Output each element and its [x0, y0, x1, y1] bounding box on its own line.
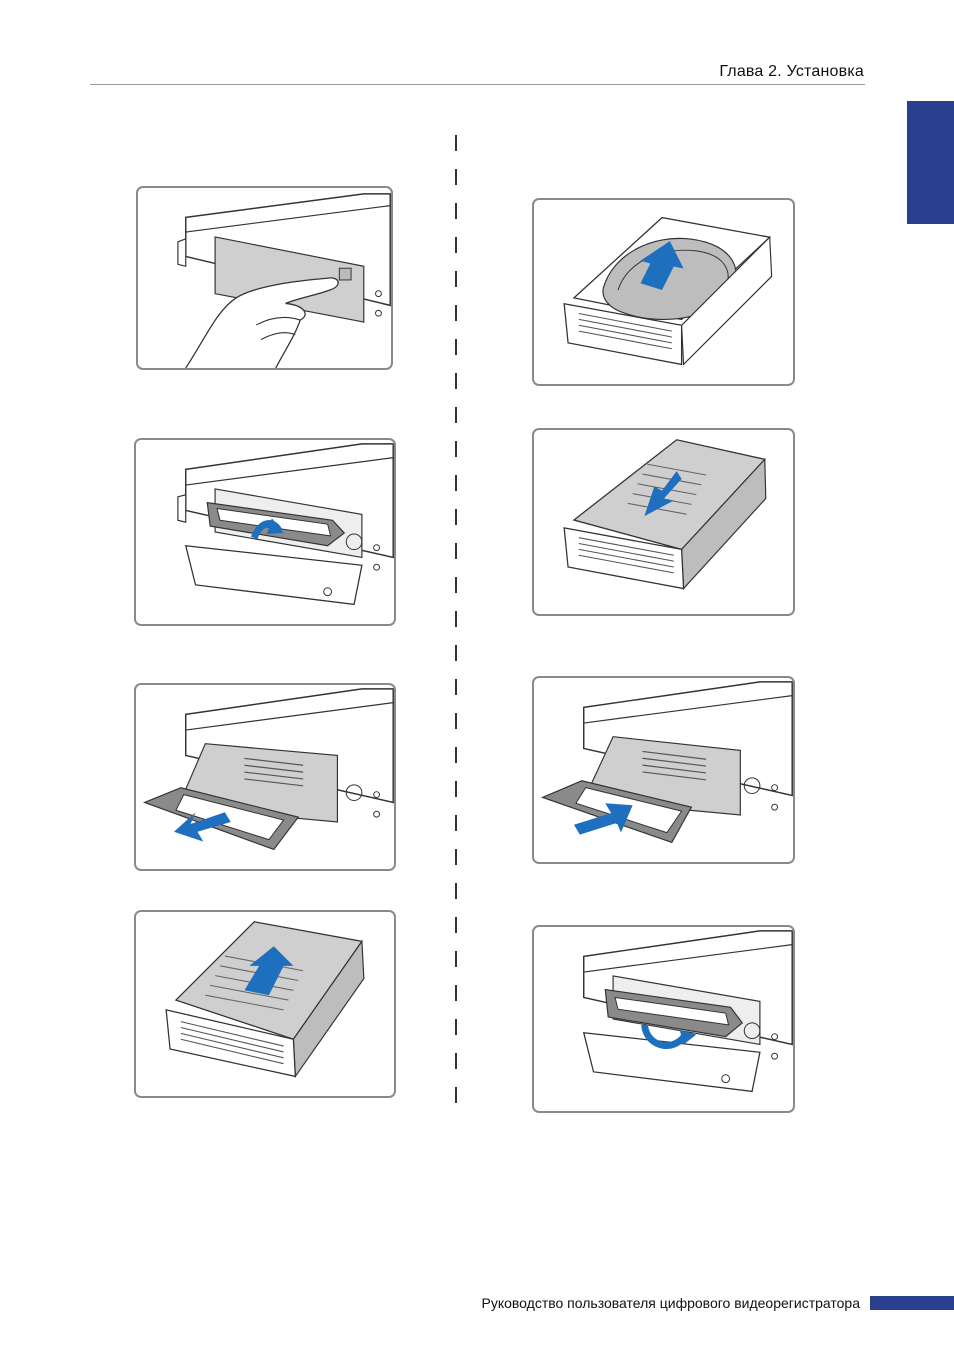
illustration-close-tray-cover: [532, 428, 795, 616]
illustration-lift-tray-handle: [134, 438, 396, 626]
footer-manual-title: Руководство пользователя цифрового видео…: [481, 1295, 860, 1311]
illustration-insert-hard-drive: [532, 198, 795, 386]
header-rule: [90, 84, 865, 85]
divider-dash: [455, 985, 457, 1001]
divider-dash: [455, 373, 457, 389]
divider-dash: [455, 339, 457, 355]
divider-dash: [455, 713, 457, 729]
illustration-press-door-button: [136, 186, 393, 370]
divider-dash: [455, 1053, 457, 1069]
divider-dash: [455, 509, 457, 525]
divider-dash: [455, 883, 457, 899]
divider-dash: [455, 543, 457, 559]
divider-dash: [455, 611, 457, 627]
divider-dash: [455, 305, 457, 321]
divider-dash: [455, 1019, 457, 1035]
divider-dash: [455, 951, 457, 967]
illustration-push-tray-in: [532, 676, 795, 864]
divider-dash: [455, 237, 457, 253]
divider-dash: [455, 645, 457, 661]
divider-dash: [455, 203, 457, 219]
footer-page-tab: [870, 1296, 954, 1310]
chapter-title: Глава 2. Установка: [719, 63, 864, 81]
divider-dash: [455, 1087, 457, 1103]
divider-dash: [455, 577, 457, 593]
divider-dash: [455, 135, 457, 151]
divider-dash: [455, 441, 457, 457]
divider-dash: [455, 169, 457, 185]
divider-dash: [455, 407, 457, 423]
chapter-side-tab: [907, 101, 954, 224]
illustration-lower-tray-handle: [532, 925, 795, 1113]
divider-dash: [455, 917, 457, 933]
divider-dash: [455, 815, 457, 831]
divider-dash: [455, 271, 457, 287]
divider-dash: [455, 475, 457, 491]
divider-dash: [455, 781, 457, 797]
divider-dash: [455, 679, 457, 695]
divider-dash: [455, 849, 457, 865]
illustration-slide-tray-cover: [134, 910, 396, 1098]
illustration-pull-tray-out: [134, 683, 396, 871]
divider-dash: [455, 747, 457, 763]
